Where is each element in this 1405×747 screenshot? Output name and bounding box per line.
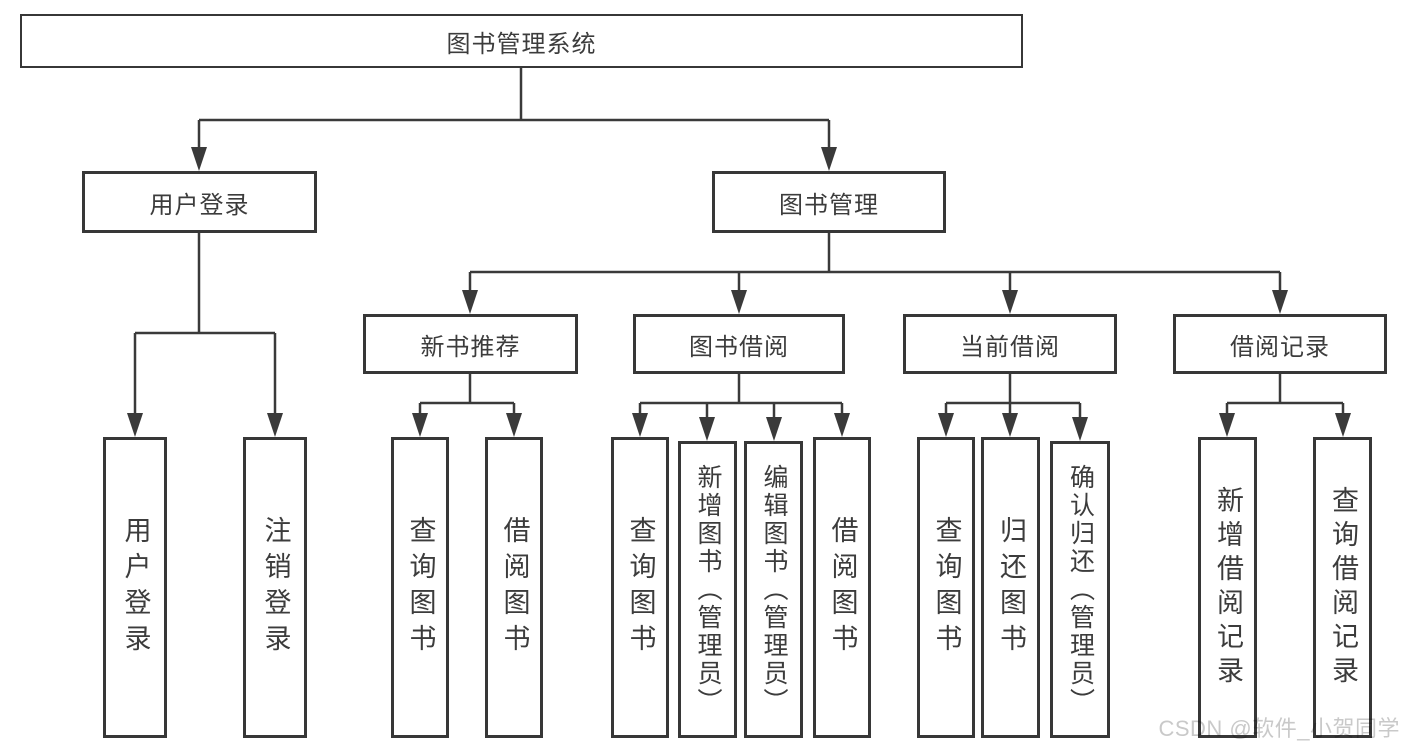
leaf-borrow-add-books-admin-label: 新增图书（管理员）: [694, 463, 722, 716]
node-new-book-recommendation: 新书推荐: [363, 314, 578, 374]
leaf-rec-query-books: 查询图书: [391, 437, 449, 738]
node-user-login-label: 用户登录: [149, 191, 250, 219]
node-book-management: 图书管理: [712, 171, 946, 233]
leaf-records-add-record-label: 新增借阅记录: [1213, 485, 1243, 690]
leaf-current-confirm-return-admin: 确认归还（管理员）: [1050, 441, 1110, 738]
node-current-borrowing: 当前借阅: [903, 314, 1117, 374]
leaf-logout: 注销登录: [243, 437, 307, 738]
leaf-records-query-record-label: 查询借阅记录: [1328, 485, 1358, 690]
node-book-management-label: 图书管理: [779, 191, 879, 219]
leaf-borrow-borrow-books-label: 借阅图书: [827, 515, 858, 660]
node-root-label: 图书管理系统: [446, 30, 597, 58]
leaf-rec-borrow-books-label: 借阅图书: [499, 515, 530, 660]
leaf-logout-label: 注销登录: [260, 515, 291, 660]
node-new-book-recommendation-label: 新书推荐: [420, 333, 521, 361]
node-current-borrowing-label: 当前借阅: [960, 333, 1060, 361]
leaf-current-query-books-label: 查询图书: [931, 515, 962, 660]
leaf-records-query-record: 查询借阅记录: [1313, 437, 1372, 738]
leaf-borrow-add-books-admin: 新增图书（管理员）: [678, 441, 737, 738]
watermark: CSDN @软件_小贺同学: [1158, 716, 1400, 741]
leaf-current-return-books-label: 归还图书: [996, 515, 1026, 660]
leaf-current-confirm-return-admin-label: 确认归还（管理员）: [1066, 463, 1095, 716]
leaf-borrow-query-books: 查询图书: [611, 437, 669, 738]
leaf-records-add-record: 新增借阅记录: [1198, 437, 1257, 738]
leaf-current-return-books: 归还图书: [981, 437, 1040, 738]
node-user-login: 用户登录: [82, 171, 317, 233]
leaf-current-query-books: 查询图书: [917, 437, 975, 738]
leaf-user-login: 用户登录: [103, 437, 167, 738]
leaf-rec-query-books-label: 查询图书: [405, 515, 436, 660]
leaf-user-login-label: 用户登录: [120, 515, 151, 660]
node-borrowing-records-label: 借阅记录: [1230, 333, 1330, 361]
node-borrowing-records: 借阅记录: [1173, 314, 1387, 374]
leaf-borrow-query-books-label: 查询图书: [625, 515, 656, 660]
leaf-borrow-borrow-books: 借阅图书: [813, 437, 871, 738]
node-book-borrowing-label: 图书借阅: [689, 333, 789, 361]
leaf-borrow-edit-books-admin-label: 编辑图书（管理员）: [760, 463, 788, 716]
node-root: 图书管理系统: [20, 14, 1023, 68]
node-book-borrowing: 图书借阅: [633, 314, 845, 374]
leaf-borrow-edit-books-admin: 编辑图书（管理员）: [744, 441, 803, 738]
leaf-rec-borrow-books: 借阅图书: [485, 437, 543, 738]
